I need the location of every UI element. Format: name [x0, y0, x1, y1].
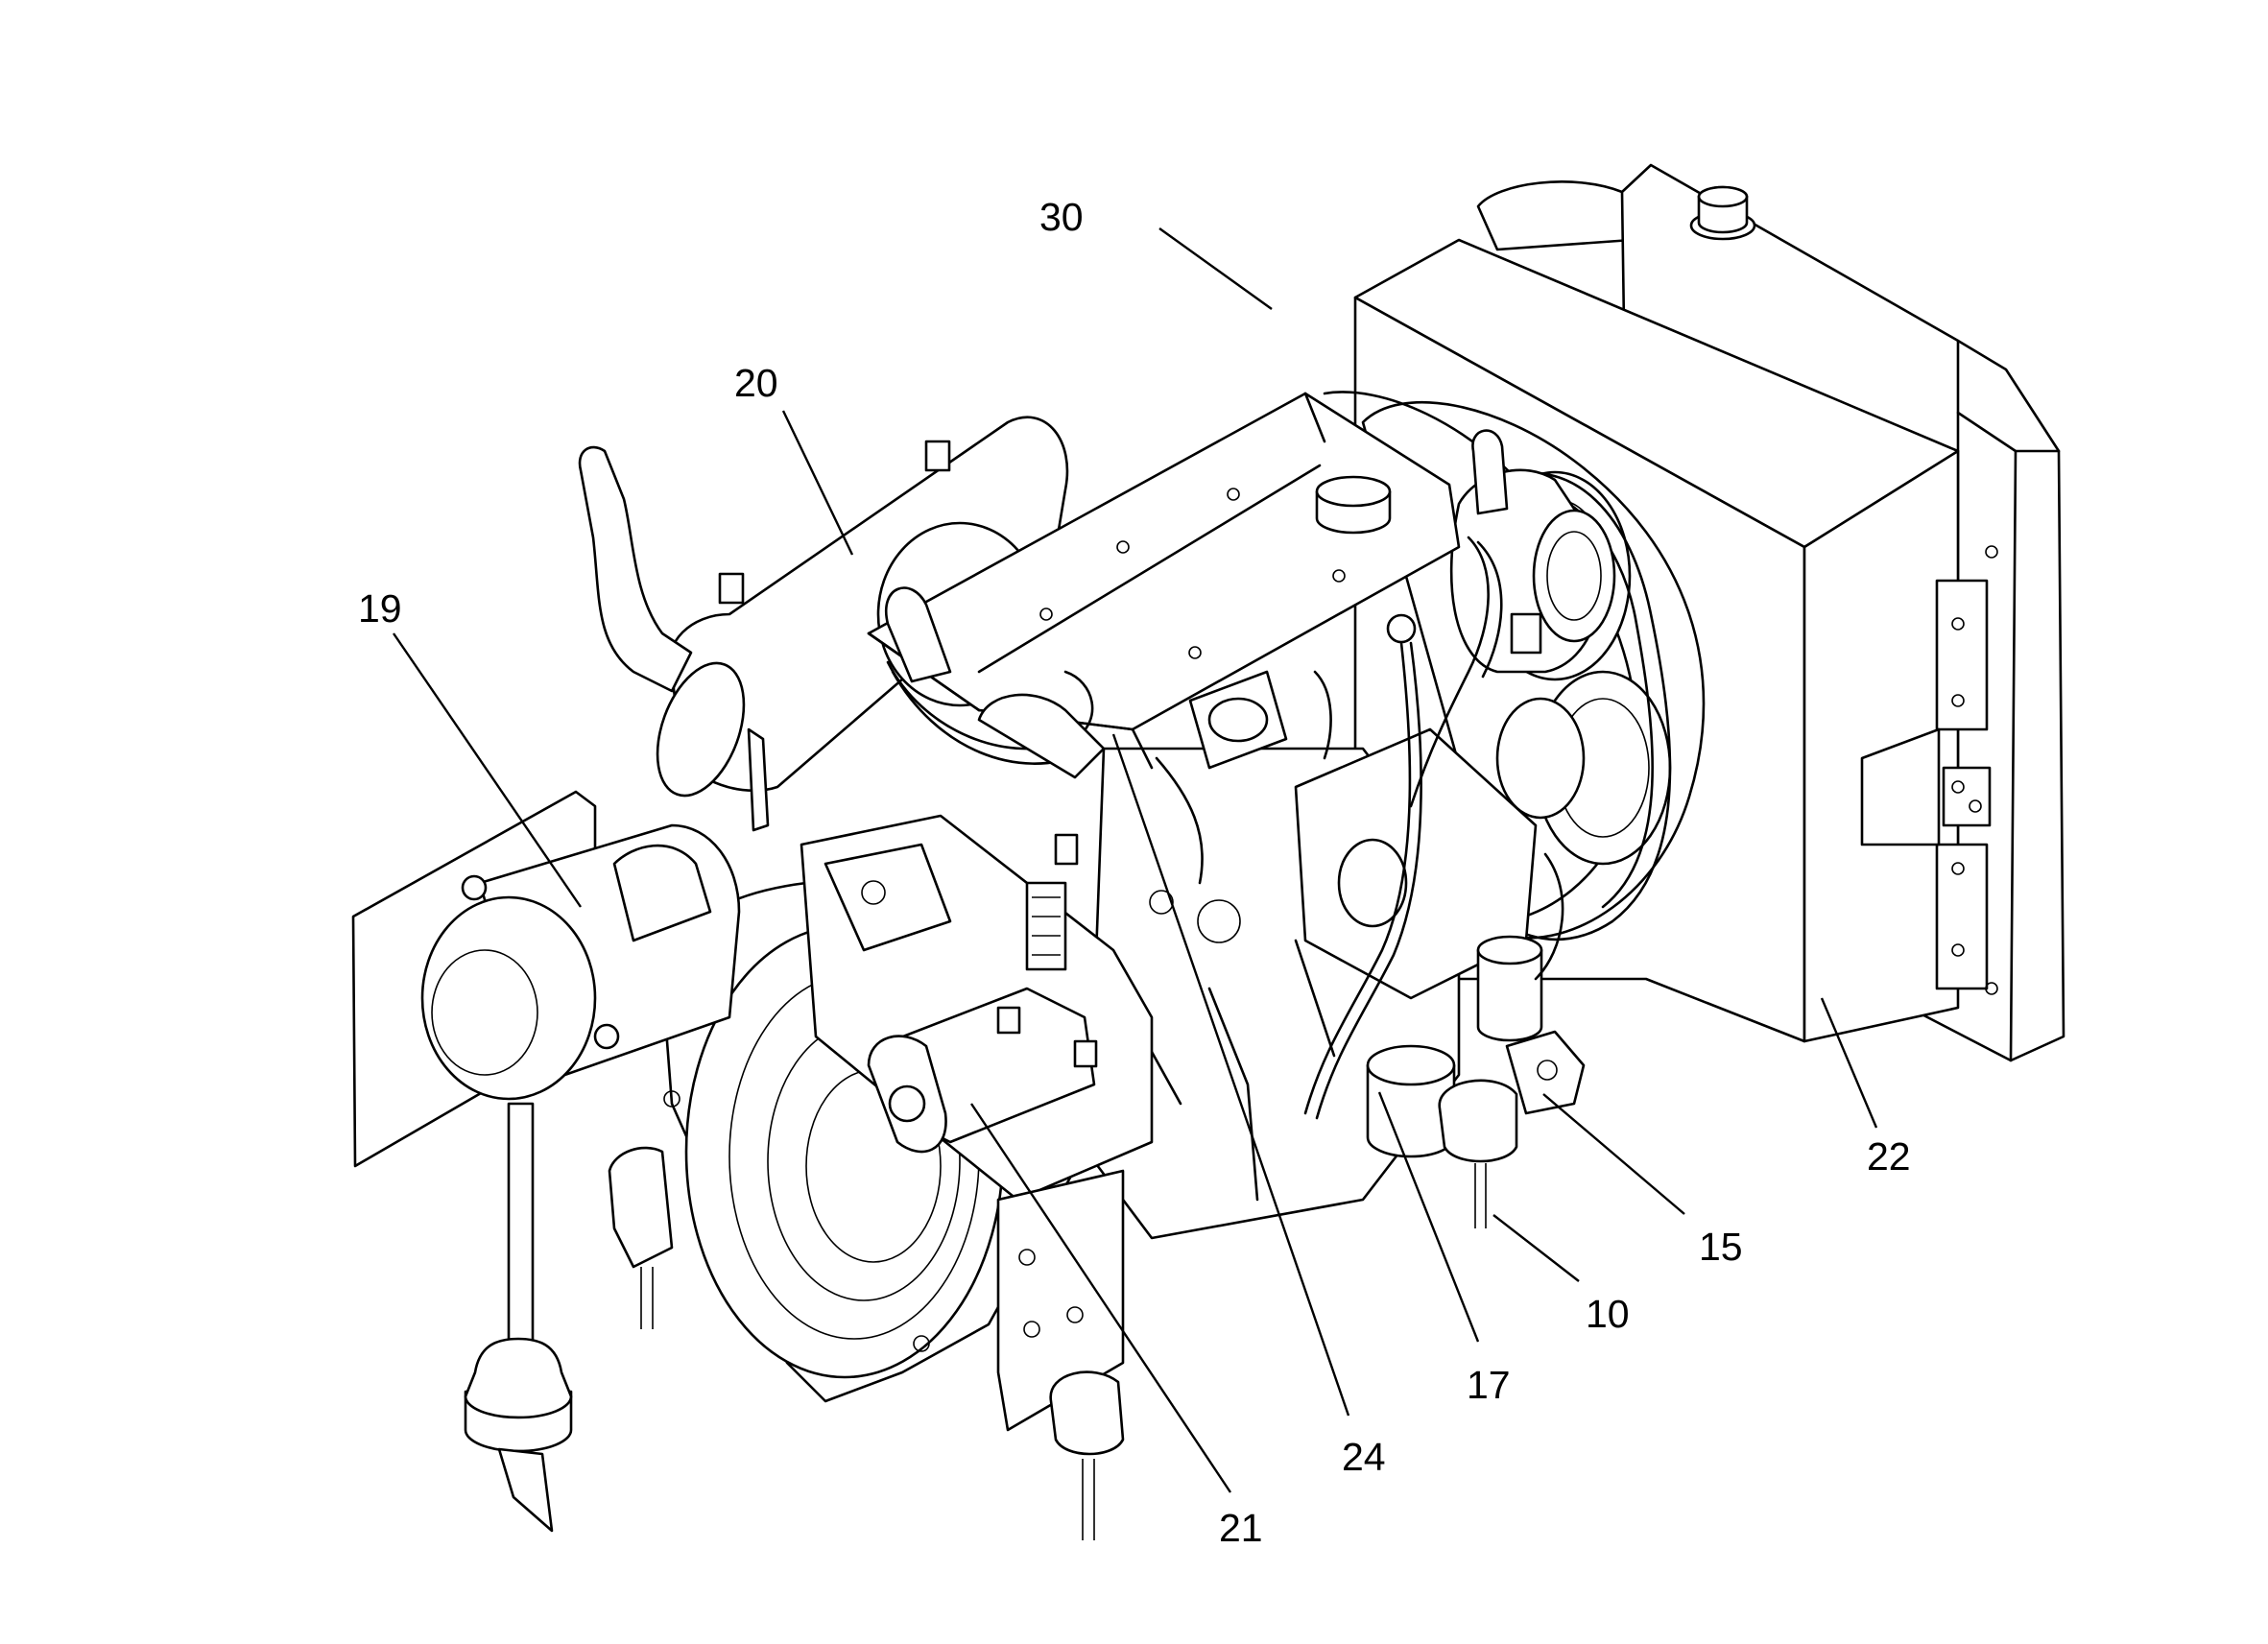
leader-24 — [1111, 733, 1350, 1417]
callout-10: 10 — [1586, 1292, 1630, 1336]
leader-22 — [1820, 997, 1878, 1129]
leader-17 — [1377, 1091, 1480, 1343]
leader-10 — [1492, 1214, 1580, 1282]
callout-22: 22 — [1867, 1134, 1911, 1179]
alternator — [1449, 468, 1616, 674]
leader-19 — [393, 632, 582, 908]
air-cleaner — [351, 790, 741, 1533]
leader-20 — [781, 410, 854, 556]
callout-21: 21 — [1219, 1506, 1263, 1550]
callout-15: 15 — [1699, 1225, 1743, 1269]
leader-21 — [970, 1103, 1231, 1493]
radiator-unit — [1353, 163, 2065, 1062]
leader-15 — [1542, 1093, 1685, 1215]
engine-mounts — [608, 1030, 1586, 1540]
callout-30: 30 — [1039, 195, 1084, 239]
callout-24: 24 — [1342, 1435, 1386, 1479]
callout-19: 19 — [358, 586, 402, 631]
hydraulic-pump — [800, 814, 1154, 1432]
leader-30 — [1158, 227, 1273, 310]
callout-labels: 30 20 19 22 15 10 17 24 21 — [358, 195, 1911, 1550]
leader-lines — [393, 227, 1878, 1493]
hoses-and-wiring — [886, 536, 1564, 1120]
callout-17: 17 — [1467, 1363, 1511, 1407]
callout-20: 20 — [734, 361, 778, 405]
